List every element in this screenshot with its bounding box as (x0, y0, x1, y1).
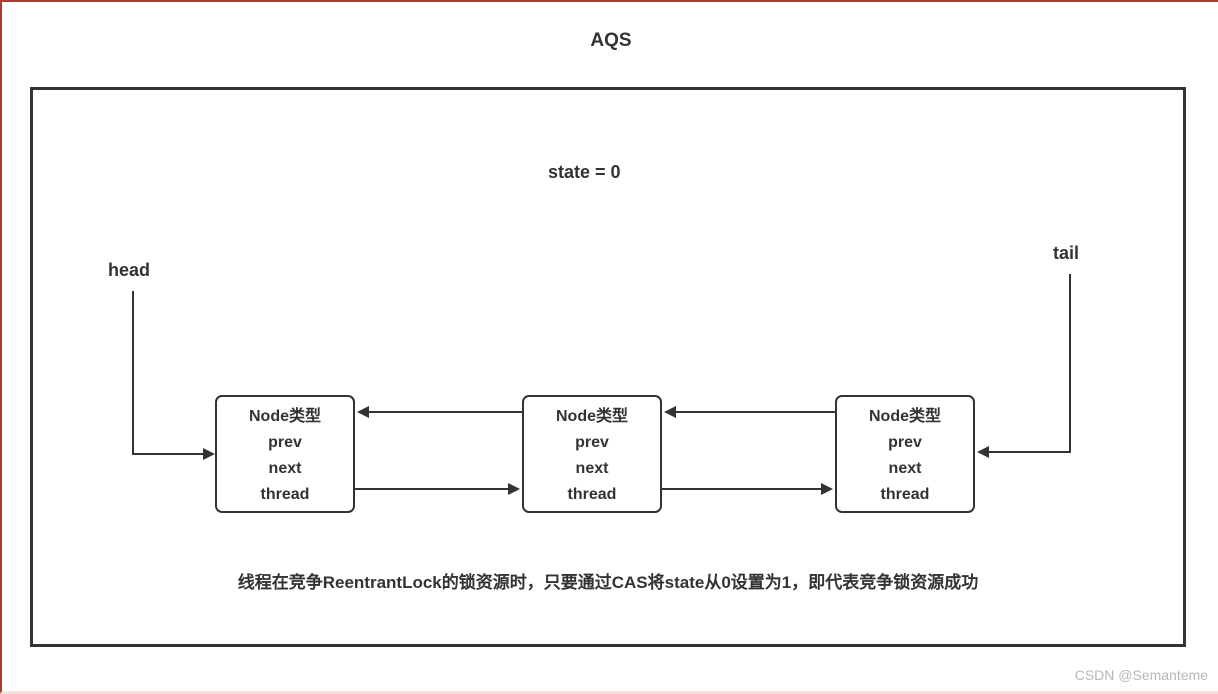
watermark-text: CSDN @Semanteme (1074, 667, 1208, 683)
node-box-2: Node类型 prev next thread (522, 395, 662, 513)
tail-label: tail (1053, 243, 1080, 263)
node1-field-next: next (268, 460, 302, 477)
node2-field-thread: thread (567, 486, 617, 503)
node-box-3: Node类型 prev next thread (835, 395, 975, 513)
node1-field-prev: prev (268, 434, 302, 451)
next-arrow-node2-to-node3-line (662, 488, 821, 490)
head-arrow-vertical-line (132, 291, 134, 454)
tail-arrow-vertical-line (1069, 274, 1071, 452)
next-arrow-node1-to-node2-line (355, 488, 508, 490)
tail-arrowhead-icon (977, 446, 989, 458)
head-arrowhead-icon (203, 448, 215, 460)
node3-field-thread: thread (880, 486, 930, 503)
node1-type-label: Node类型 (248, 408, 321, 425)
next-arrow-node1-to-node2-head-icon (508, 483, 520, 495)
prev-arrow-node3-to-node2-head-icon (664, 406, 676, 418)
node3-field-next: next (888, 460, 922, 477)
prev-arrow-node3-to-node2-line (676, 411, 835, 413)
node1-field-thread: thread (260, 486, 310, 503)
tail-arrow-horizontal-line (988, 451, 1071, 453)
prev-arrow-node2-to-node1-head-icon (357, 406, 369, 418)
diagram-title: AQS (590, 30, 632, 51)
state-label: state = 0 (548, 162, 621, 182)
node2-type-label: Node类型 (555, 408, 628, 425)
prev-arrow-node2-to-node1-line (369, 411, 522, 413)
head-arrow-horizontal-line (132, 453, 204, 455)
next-arrow-node2-to-node3-head-icon (821, 483, 833, 495)
node2-field-next: next (575, 460, 609, 477)
node-box-1: Node类型 prev next thread (215, 395, 355, 513)
node3-type-label: Node类型 (868, 408, 941, 425)
head-label: head (108, 260, 151, 280)
aqs-container-box (30, 87, 1186, 647)
node3-field-prev: prev (888, 434, 922, 451)
caption-text: 线程在竞争ReentrantLock的锁资源时，只要通过CAS将state从0设… (237, 573, 979, 592)
node2-field-prev: prev (575, 434, 609, 451)
